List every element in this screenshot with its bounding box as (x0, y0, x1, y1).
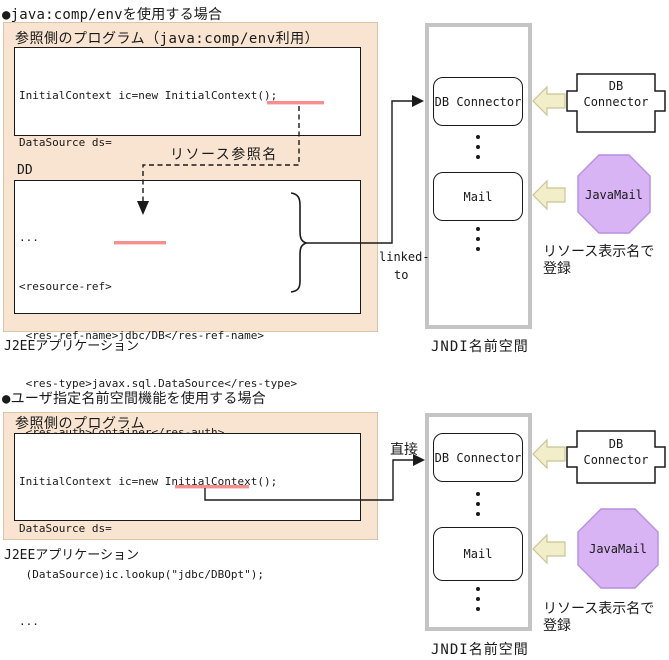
dd-line: <resource-ref> (19, 280, 112, 294)
section1-program-box-title: 参照側のプログラム（java:comp/env利用） (15, 31, 320, 47)
section1-code-box: InitialContext ic=new InitialContext(); … (14, 47, 361, 288)
component-label-line: DB (608, 79, 624, 93)
jndi-entry-label: DB Connector (434, 94, 522, 109)
section2-register-label-line2: 登録 (543, 618, 571, 634)
section1-javamail-octagon-label: JavaMail (585, 188, 643, 202)
linked-to-label-line2: to (394, 268, 409, 282)
section1-register-label-line1: リソース表示名で (543, 244, 655, 260)
direct-label: 直接 (390, 442, 418, 458)
section1-jndi-entry-db-connector: DB Connector (433, 77, 523, 126)
section2-code-box: InitialContext ic=new InitialContext(); … (14, 433, 361, 628)
dd-line: ... (19, 231, 39, 245)
section1-j2ee-app-label: J2EEアプリケーション (4, 339, 140, 354)
section2-db-connector-component-label: DB Connector (567, 436, 665, 468)
component-label-line: DB (608, 437, 624, 451)
code-line: DataSource ds= (19, 521, 112, 535)
section1-jndi-entry-mail: Mail (433, 172, 523, 221)
code-line: (DataSource)ic.lookup("jdbc/DBOpt"); (19, 568, 265, 581)
section2-j2ee-app-label: J2EEアプリケーション (4, 548, 140, 563)
jndi-entry-label: Mail (463, 547, 493, 561)
section2-jndi-entry-mail: Mail (433, 527, 523, 581)
code-line: InitialContext ic=new InitialContext(); (19, 89, 278, 102)
jndi-entry-label: Mail (463, 189, 493, 204)
register-arrow-db-connector-2 (532, 438, 566, 470)
section2-javamail-octagon-label: JavaMail (589, 542, 647, 556)
dd-label: DD (17, 163, 33, 178)
section2-jndi-entry-db-connector: DB Connector (433, 433, 523, 482)
linked-to-arrowhead (412, 95, 424, 107)
section2-jndi-namespace-label: JNDI名前空間 (431, 642, 529, 658)
section1-dd-box: ... <resource-ref> <res-ref-name>jdbc/DB… (14, 180, 361, 487)
dd-line: <res-type>javax.sql.DataSource</res-type… (19, 377, 298, 391)
section1-db-connector-component-label: DB Connector (567, 78, 665, 110)
linked-to-label-line1: linked- (379, 250, 430, 264)
register-arrow-javamail-2 (532, 533, 566, 565)
register-arrow-javamail-1 (532, 179, 566, 211)
resource-ref-name-label: リソース参照名 (170, 147, 278, 163)
component-label-line: Connector (583, 453, 649, 467)
section2-register-label-line1: リソース表示名で (543, 601, 655, 617)
jndi-entry-label: DB Connector (434, 450, 522, 465)
section1-jndi-namespace-label: JNDI名前空間 (431, 339, 529, 355)
register-arrow-db-connector-1 (532, 85, 566, 117)
dd-line: <res-ref-name>jdbc/DB</res-ref-name> (19, 328, 265, 342)
section2-program-box-title: 参照側のプログラム (15, 416, 146, 432)
code-line: InitialContext ic=new InitialContext(); (19, 475, 278, 488)
component-label-line: Connector (583, 95, 649, 109)
code-line: DataSource ds= (19, 135, 112, 149)
section2-heading: ●ユーザ指定名前空間機能を使用する場合 (2, 391, 266, 407)
code-line: ... (19, 614, 39, 628)
section1-register-label-line2: 登録 (543, 261, 571, 277)
section1-heading: ●java:comp/envを使用する場合 (2, 7, 223, 23)
